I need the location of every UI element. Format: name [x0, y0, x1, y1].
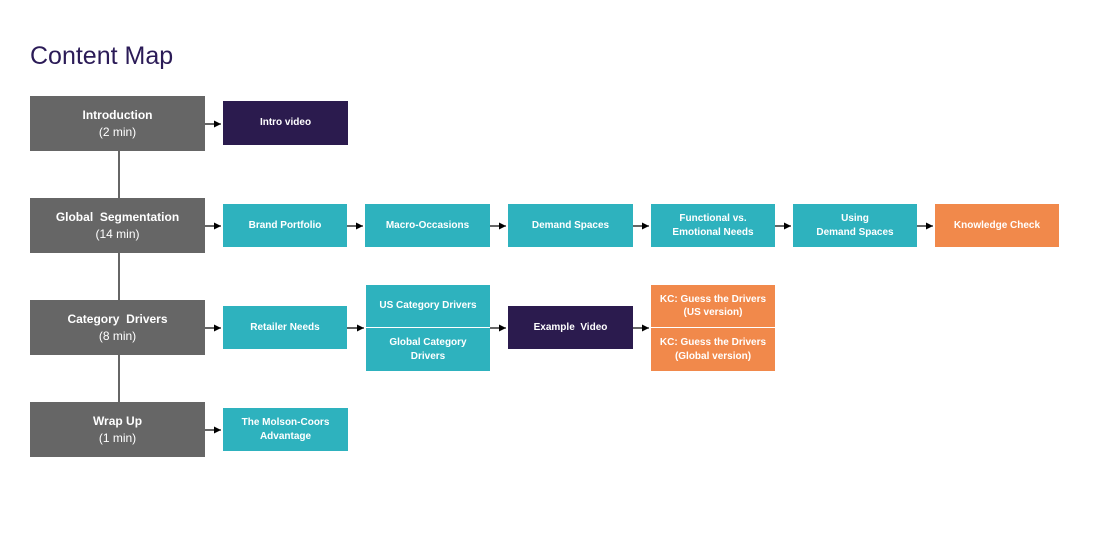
- box-label: Example Video: [533, 321, 608, 333]
- box-label: Macro-Occasions: [385, 219, 470, 231]
- section-category-drivers[interactable]: Category Drivers (8 min): [30, 300, 205, 355]
- section-label: Introduction: [82, 108, 153, 123]
- kc-global-version-box[interactable]: KC: Guess the Drivers (Global version): [651, 328, 775, 371]
- box-label-line1: Functional vs.: [679, 213, 747, 224]
- knowledge-check-box[interactable]: Knowledge Check: [935, 204, 1059, 247]
- brand-portfolio-box[interactable]: Brand Portfolio: [223, 204, 347, 247]
- section-duration: (8 min): [98, 328, 137, 343]
- page-title: Content Map: [30, 42, 174, 70]
- section-label: Global Segmentation: [55, 210, 180, 225]
- functional-vs-emotional-box[interactable]: Functional vs. Emotional Needs: [651, 204, 775, 247]
- retailer-needs-box[interactable]: Retailer Needs: [223, 306, 347, 349]
- section-global-segmentation[interactable]: Global Segmentation (14 min): [30, 198, 205, 253]
- using-demand-spaces-box[interactable]: Using Demand Spaces: [793, 204, 917, 247]
- box-label-line2: (Global version): [674, 350, 752, 362]
- box-label-line1: KC: Guess the Drivers: [659, 293, 767, 305]
- molson-coors-advantage-box[interactable]: The Molson-Coors Advantage: [223, 408, 348, 451]
- section-duration: (14 min): [95, 226, 140, 241]
- box-label-line1: Global Category: [389, 337, 467, 348]
- box-label: Retailer Needs: [250, 321, 320, 333]
- example-video-box[interactable]: Example Video: [508, 306, 633, 349]
- box-label: Intro video: [259, 117, 312, 129]
- intro-video-box[interactable]: Intro video: [223, 101, 348, 145]
- section-label: Wrap Up: [92, 414, 143, 429]
- us-category-drivers-box[interactable]: US Category Drivers: [366, 285, 490, 327]
- kc-us-version-box[interactable]: KC: Guess the Drivers (US version): [651, 285, 775, 327]
- box-label: Knowledge Check: [953, 219, 1041, 231]
- box-label: US Category Drivers: [379, 300, 477, 312]
- box-label-line2: Drivers: [410, 350, 446, 362]
- section-duration: (1 min): [98, 430, 137, 445]
- section-duration: (2 min): [98, 124, 137, 139]
- box-label: Demand Spaces: [531, 219, 610, 231]
- box-label-line2: Demand Spaces: [816, 226, 894, 238]
- box-label: Brand Portfolio: [248, 219, 322, 231]
- demand-spaces-box[interactable]: Demand Spaces: [508, 204, 633, 247]
- section-introduction[interactable]: Introduction (2 min): [30, 96, 205, 151]
- box-label-line2: (US version): [683, 307, 743, 318]
- section-label: Category Drivers: [67, 312, 168, 327]
- box-label-line2: Advantage: [259, 430, 312, 442]
- box-label-line1: KC: Guess the Drivers: [659, 337, 767, 348]
- global-category-drivers-box[interactable]: Global Category Drivers: [366, 328, 490, 371]
- box-label-line1: The Molson-Coors: [241, 417, 330, 428]
- macro-occasions-box[interactable]: Macro-Occasions: [365, 204, 490, 247]
- box-label-line1: Using: [841, 213, 869, 224]
- section-wrap-up[interactable]: Wrap Up (1 min): [30, 402, 205, 457]
- box-label-line2: Emotional Needs: [672, 226, 754, 238]
